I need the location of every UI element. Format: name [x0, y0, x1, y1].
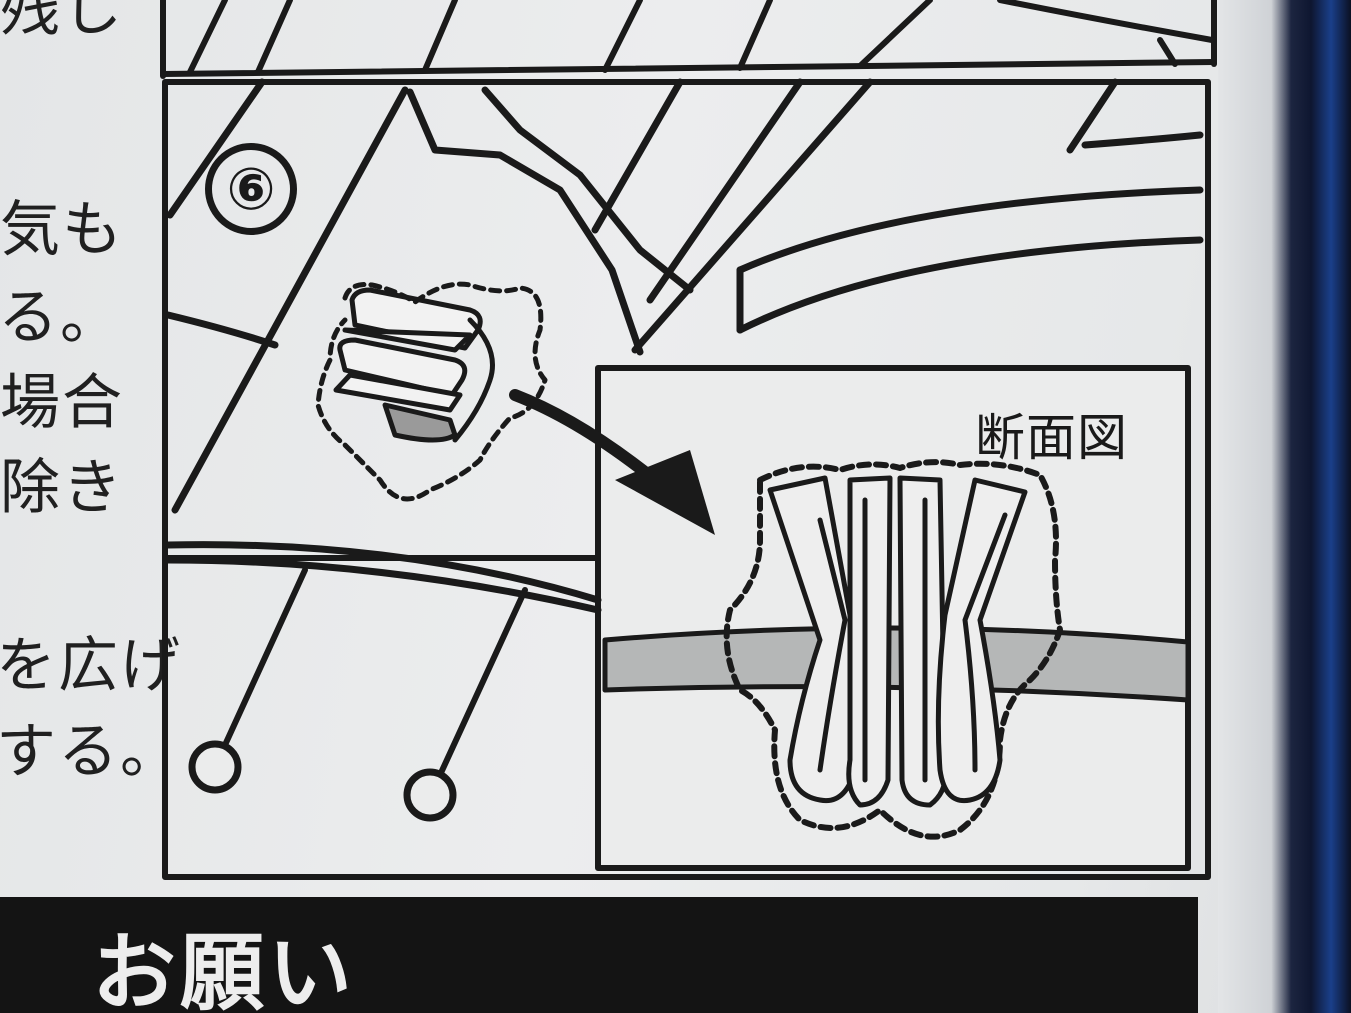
- text-fragment-6: 除き: [0, 453, 124, 523]
- clip-object: [333, 287, 495, 443]
- background-edge: [1218, 0, 1351, 1013]
- text-fragment-5: 場合: [0, 368, 124, 438]
- clip-dashed-outline: [315, 281, 548, 502]
- previous-step-panel: [160, 0, 1217, 79]
- umbrella-ribs: [164, 78, 1204, 614]
- notice-header-bar: [0, 897, 1198, 1013]
- pointer-arrow: [509, 389, 715, 535]
- notice-title: お願い: [92, 924, 357, 1013]
- step-number-badge: ⑥: [205, 143, 297, 235]
- cross-section-clip: [767, 475, 1028, 808]
- text-fragment-2: 。: [0, 95, 34, 155]
- text-fragment-1: 残し: [0, 0, 124, 45]
- text-fragment-8: する。: [0, 717, 182, 787]
- cross-section-dashed-outline: [723, 459, 1063, 840]
- rib-tips: [188, 567, 528, 822]
- text-fragment-3: 気も: [0, 195, 124, 265]
- text-fragment-4: る。: [0, 283, 122, 353]
- text-fragment-7: を広げ: [0, 631, 182, 701]
- cross-section-label: 断面図: [975, 409, 1128, 467]
- canopy-band: [602, 625, 1191, 703]
